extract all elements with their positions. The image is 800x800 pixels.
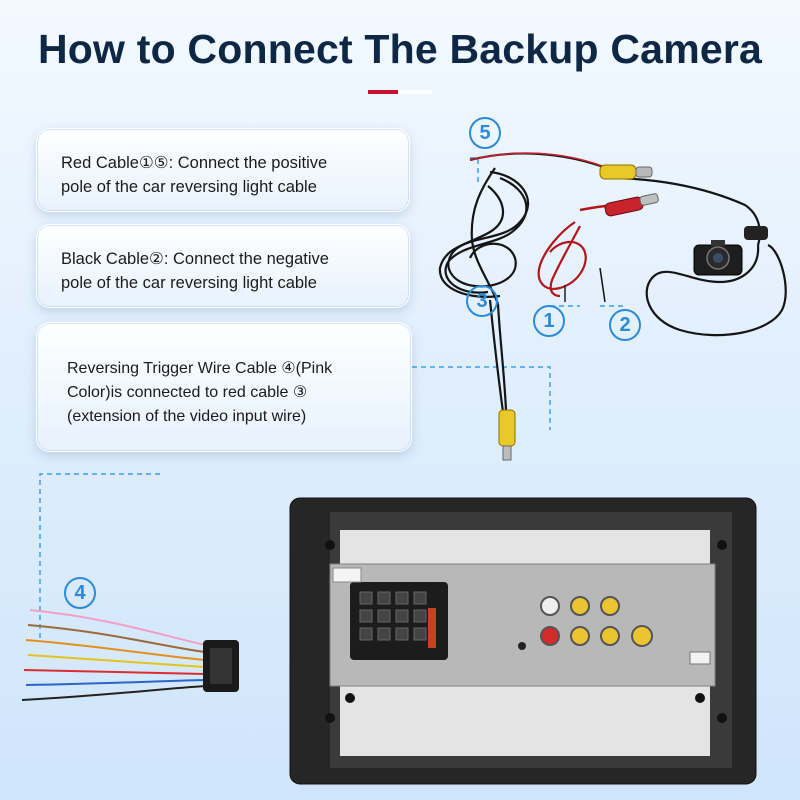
wire-end-black xyxy=(599,267,606,303)
page-title: How to Connect The Backup Camera xyxy=(37,26,763,72)
title-underline xyxy=(368,90,432,94)
red-power-connector xyxy=(604,193,659,217)
info-card-trigger-wire: Reversing Trigger Wire Cable ④(Pink Colo… xyxy=(36,322,412,452)
info-card-black-cable: Black Cable②: Connect the negative pole … xyxy=(36,224,410,308)
inline-filter xyxy=(744,226,768,240)
yellow-rca-connector-bottom xyxy=(498,409,516,461)
marker-4: 4 xyxy=(64,577,96,609)
yellow-rca-connector-top xyxy=(599,164,653,180)
card-red-text: : Connect the positive pole of the car r… xyxy=(61,154,328,196)
card-black-label: Black Cable② xyxy=(61,250,164,268)
card-black-text: : Connect the negative pole of the car r… xyxy=(61,250,329,292)
wire-harness xyxy=(21,609,206,701)
marker-5: 5 xyxy=(469,117,501,149)
marker-2: 2 xyxy=(609,309,641,341)
marker-3: 3 xyxy=(466,285,498,317)
marker-1: 1 xyxy=(533,305,565,337)
rca-jacks xyxy=(540,596,653,647)
camera-cable-coil xyxy=(438,152,787,413)
backup-camera-icon xyxy=(693,240,743,276)
card-trigger-text: Reversing Trigger Wire Cable ④(Pink Colo… xyxy=(67,360,333,425)
info-card-red-cable: Red Cable①⑤: Connect the positive pole o… xyxy=(36,128,410,212)
stereo-head-unit xyxy=(289,497,757,785)
card-red-label: Red Cable①⑤ xyxy=(61,154,169,172)
